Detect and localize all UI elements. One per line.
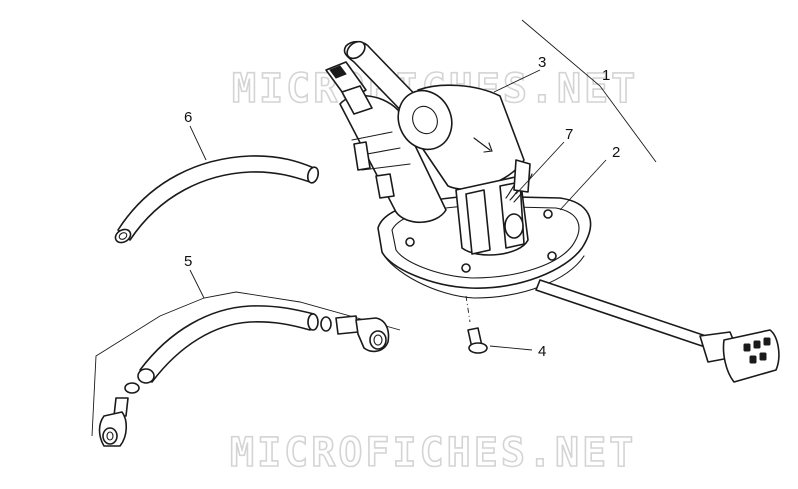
leader-3 [493, 69, 541, 93]
callout-5: 5 [184, 253, 192, 270]
fuel-pump-part-3 [325, 40, 533, 256]
leader-7 [515, 141, 565, 195]
callout-4: 4 [538, 343, 546, 360]
callout-1: 1 [602, 67, 610, 84]
leader-5 [189, 269, 205, 299]
leader-4 [489, 345, 533, 351]
watermark-bottom: MICROFICHES.NET [230, 430, 636, 476]
hose-part-6 [114, 155, 320, 244]
leader-6 [189, 125, 207, 161]
leader-2 [559, 159, 607, 211]
screw-part-4 [465, 295, 488, 354]
callout-2: 2 [612, 144, 620, 161]
callout-3: 3 [538, 54, 546, 71]
hose-part-5 [91, 291, 401, 447]
callout-7: 7 [565, 126, 573, 143]
callout-6: 6 [184, 109, 192, 126]
assembly-bracket-line [521, 19, 657, 163]
electrical-connector [699, 329, 780, 383]
